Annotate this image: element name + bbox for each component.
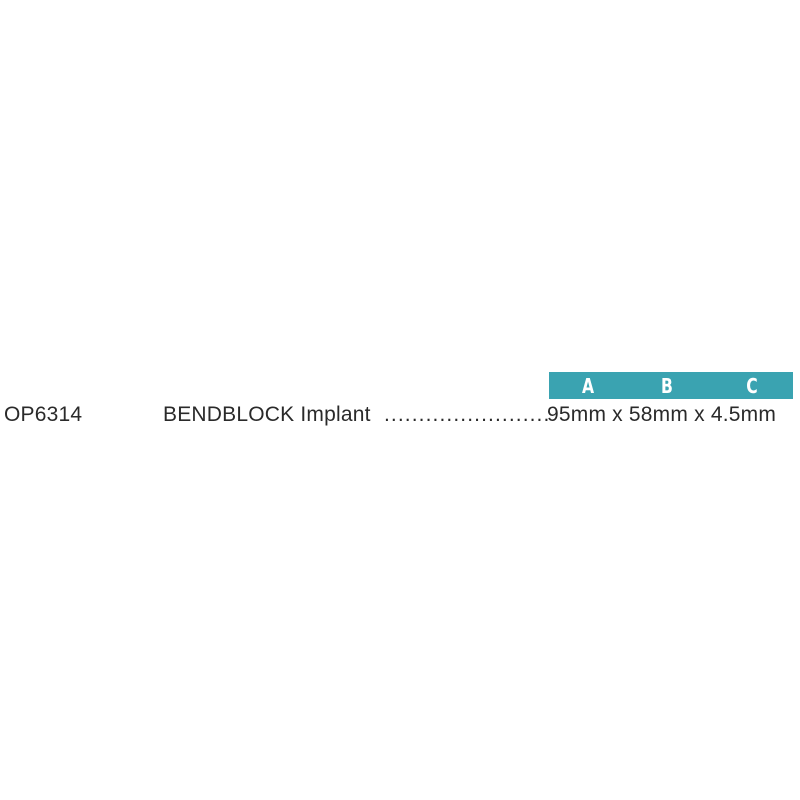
column-header-a: A — [581, 374, 595, 398]
product-dimensions: 95mm x 58mm x 4.5mm — [547, 403, 777, 426]
dot-leader: ........................ — [384, 403, 551, 426]
product-name: BENDBLOCK Implant — [163, 403, 371, 426]
column-header-c: C — [746, 374, 758, 398]
product-code: OP6314 — [4, 403, 83, 426]
column-header-b: B — [661, 374, 673, 398]
dimension-header-bar: A B C — [549, 372, 793, 399]
